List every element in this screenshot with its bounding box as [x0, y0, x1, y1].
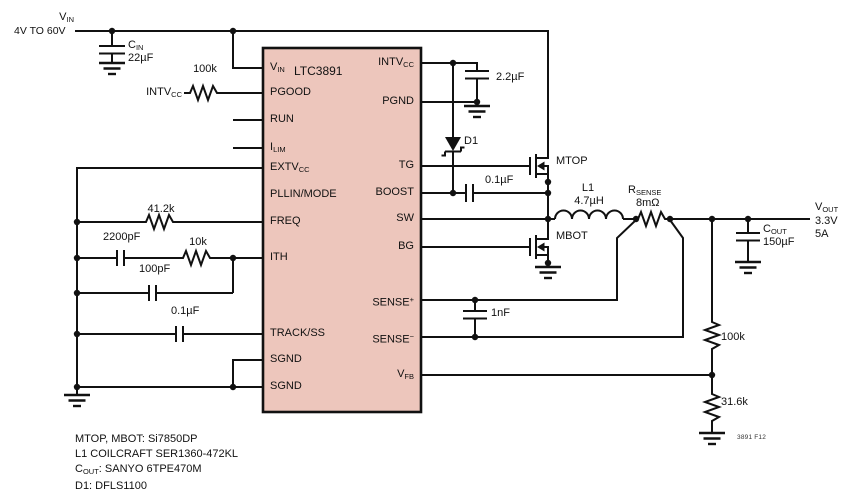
wire-pgnd — [421, 101, 478, 105]
mtop-ref-label: MTOP — [556, 155, 588, 167]
inductor-l1 — [554, 209, 624, 220]
junction-dots — [73, 27, 752, 391]
l1-value-label: 4.7µH — [574, 195, 604, 207]
vin-port-name: V — [59, 11, 67, 23]
ic-pin-tg: TG — [398, 159, 414, 171]
vin-port-label: VIN — [10, 11, 74, 26]
ground-sgnd-bus — [62, 393, 92, 408]
ground-mbot — [533, 265, 563, 280]
ic-body — [261, 46, 423, 414]
capacitor-cin — [99, 31, 125, 62]
mosfet-mtop — [529, 149, 549, 183]
boost-cap-label: 0.1µF — [485, 174, 514, 186]
vout-current-label: 5A — [815, 228, 829, 240]
capacitor-cout — [736, 219, 760, 261]
resistor-freq — [143, 214, 179, 230]
resistor-fb-top — [704, 319, 720, 355]
wire-trackss — [77, 326, 263, 342]
rsense-name-label: RSENSE — [628, 184, 662, 197]
ic-pin-sense-plus: SENSE+ — [372, 295, 414, 309]
ic-pin-pllin-mode: PLLIN/MODE — [270, 188, 337, 200]
ic-pin-vin: VIN — [270, 61, 285, 74]
cout-name-label: COUT — [763, 223, 787, 236]
note-line-1: MTOP, MBOT: Si7850DP — [75, 433, 198, 445]
vout-port-label: VOUT — [815, 201, 839, 214]
note-line-4: D1: DFLS1100 — [75, 480, 147, 492]
softstart-cap-label: 0.1µF — [171, 305, 200, 317]
resistor-rsense — [635, 211, 671, 227]
ic-pin-vfb: VFB — [397, 368, 414, 381]
rsense-value-label: 8mΩ — [636, 197, 660, 209]
wire-extvcc-ground-bus — [76, 167, 263, 394]
vin-port-sub: IN — [66, 15, 75, 24]
cout-value-label: 150µF — [763, 236, 795, 248]
ic-pin-ith: ITH — [270, 251, 288, 263]
ic-pin-intvcc: INTVCC — [378, 56, 414, 69]
ground-pgnd — [462, 104, 492, 119]
wire-ith-100pf — [77, 258, 234, 301]
figure-reference: 3891 F12 — [737, 434, 767, 441]
wire-run-ilim-stubs — [233, 119, 263, 149]
notes-block: MTOP, MBOT: Si7850DP L1 COILCRAFT SER136… — [75, 432, 238, 494]
wire-vin-pin — [232, 31, 263, 69]
ic-pin-run: RUN — [270, 113, 294, 125]
cin-name-label: CIN — [128, 39, 144, 52]
ic-pin-extvcc: EXTVCC — [270, 161, 310, 174]
freq-resistor-label: 41.2k — [147, 203, 175, 215]
resistor-ith — [180, 250, 216, 266]
ic-pin-ilim: ILIM — [270, 141, 286, 154]
intvcc-cap-label: 2.2µF — [496, 71, 525, 83]
ic-part-number: LTC3891 — [294, 64, 343, 78]
l1-ref-label: L1 — [581, 182, 595, 194]
wire-sgnd — [77, 359, 263, 388]
ground-cin — [97, 61, 127, 76]
ic-pin-sw: SW — [396, 212, 414, 224]
cin-value-label: 22µF — [128, 52, 154, 64]
sense-cap-label: 1nF — [491, 307, 510, 319]
wire-sense-minus — [421, 219, 684, 338]
ic-pin-trackss: TRACK/SS — [270, 327, 326, 339]
fb-top-resistor-label: 100k — [721, 331, 745, 343]
vout-voltage-label: 3.3V — [815, 215, 838, 227]
ith-series-cap-label: 2200pF — [103, 231, 141, 243]
vin-range-label: 4V TO 60V — [14, 25, 66, 37]
ith-parallel-cap-label: 100pF — [139, 263, 171, 275]
d1-ref-label: D1 — [464, 135, 479, 147]
intvcc-source-label: INTVCC — [146, 86, 182, 99]
note-line-3: COUT: SANYO 6TPE470M — [75, 463, 202, 476]
wire-intvcc-cap — [421, 62, 489, 102]
ic-pin-sense-minus: SENSE− — [372, 332, 414, 346]
ic-pin-pgnd: PGND — [382, 95, 414, 107]
ith-resistor-label: 10k — [189, 236, 207, 248]
wire-sense-plus — [421, 219, 637, 301]
resistor-pgood-pullup — [187, 85, 223, 101]
ic-pin-sgnd-1: SGND — [270, 353, 302, 365]
ic-pin-bg: BG — [398, 240, 414, 252]
ic-pin-freq: FREQ — [270, 215, 301, 227]
pgood-resistor-label: 100k — [193, 63, 217, 75]
ground-fb — [697, 431, 727, 446]
ic-pin-boost: BOOST — [375, 186, 414, 198]
wire-ith — [77, 250, 263, 266]
wires — [75, 30, 810, 432]
ground-cout — [733, 260, 763, 275]
diode-d1 — [441, 137, 465, 157]
mbot-ref-label: MBOT — [556, 230, 588, 242]
capacitor-1nf — [463, 300, 487, 337]
ic-pin-pgood: PGOOD — [270, 86, 311, 98]
fb-bottom-resistor-label: 31.6k — [721, 396, 748, 408]
wire-boost-cap — [421, 184, 548, 202]
resistor-fb-bottom — [704, 391, 720, 427]
ic-pin-sgnd-2: SGND — [270, 380, 302, 392]
mosfet-mbot — [529, 230, 549, 264]
note-line-2: L1 COILCRAFT SER1360-472KL — [75, 448, 239, 460]
